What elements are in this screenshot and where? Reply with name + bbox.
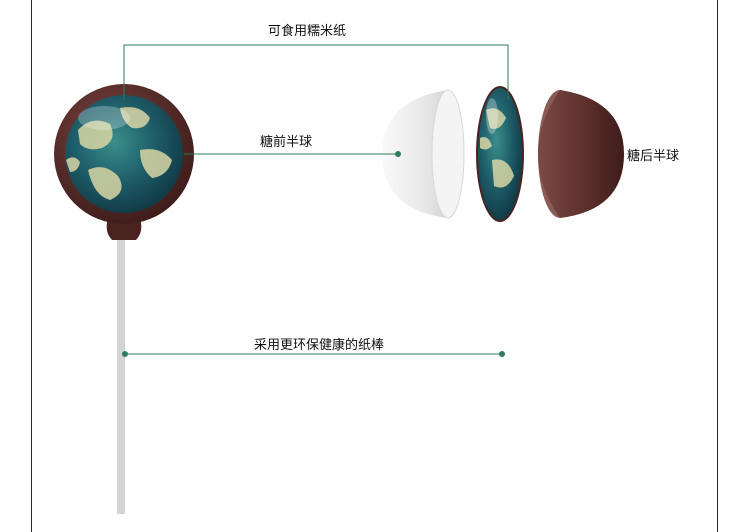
rice-paper-label: 可食用糯米纸	[268, 24, 347, 39]
leader-lines	[123, 44, 509, 355]
stick-dot-right	[499, 351, 505, 357]
back-hemisphere-shell	[538, 90, 624, 218]
stick-dot-left	[122, 351, 128, 357]
stick-label: 采用更环保健康的纸棒	[254, 338, 385, 353]
lollipop-head	[54, 84, 194, 240]
frame-border-right	[717, 0, 718, 532]
back-hemisphere-label: 糖后半球	[627, 149, 680, 164]
front-hemisphere-label: 糖前半球	[260, 135, 313, 150]
front-hemisphere-dot	[395, 151, 401, 157]
paper-stick	[117, 238, 125, 514]
rice-paper-disc	[476, 86, 524, 222]
front-hemisphere-shell	[382, 89, 465, 219]
frame-border-left	[31, 0, 32, 532]
